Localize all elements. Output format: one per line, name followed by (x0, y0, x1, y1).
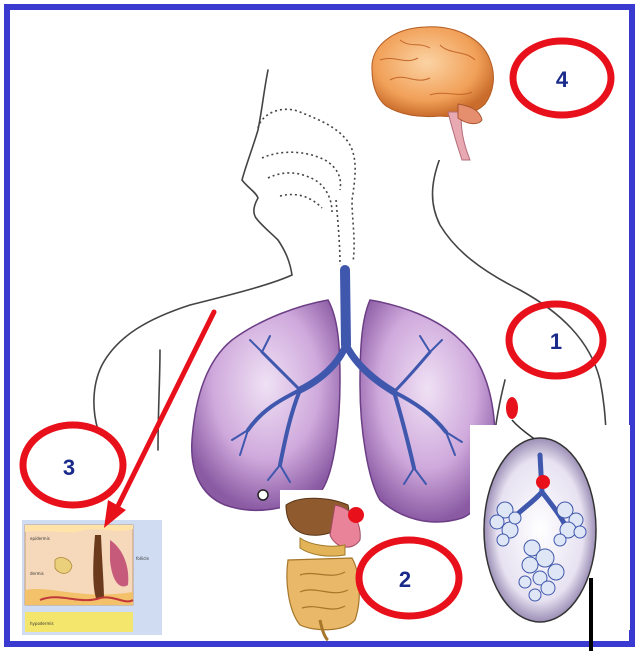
digestive-red-dot (348, 507, 364, 523)
marker-label: 2 (399, 567, 411, 592)
alveoli-detail (470, 420, 630, 651)
svg-text:hypodermis: hypodermis (30, 621, 54, 626)
brain-illustration (362, 20, 502, 160)
alveoli-red-dot (536, 475, 550, 489)
red-oval-marker (506, 397, 518, 419)
marker-label: 1 (550, 329, 562, 354)
marker-label: 3 (63, 455, 75, 480)
marker-label: 4 (556, 67, 569, 92)
svg-text:follicle: follicle (136, 556, 150, 561)
skin-cross-section: epidermis dermis hypodermis follicle (22, 520, 162, 635)
lung-pointer-dot (258, 490, 268, 500)
svg-text:epidermis: epidermis (30, 536, 50, 541)
digestive-system (280, 490, 370, 640)
svg-text:dermis: dermis (30, 571, 44, 576)
